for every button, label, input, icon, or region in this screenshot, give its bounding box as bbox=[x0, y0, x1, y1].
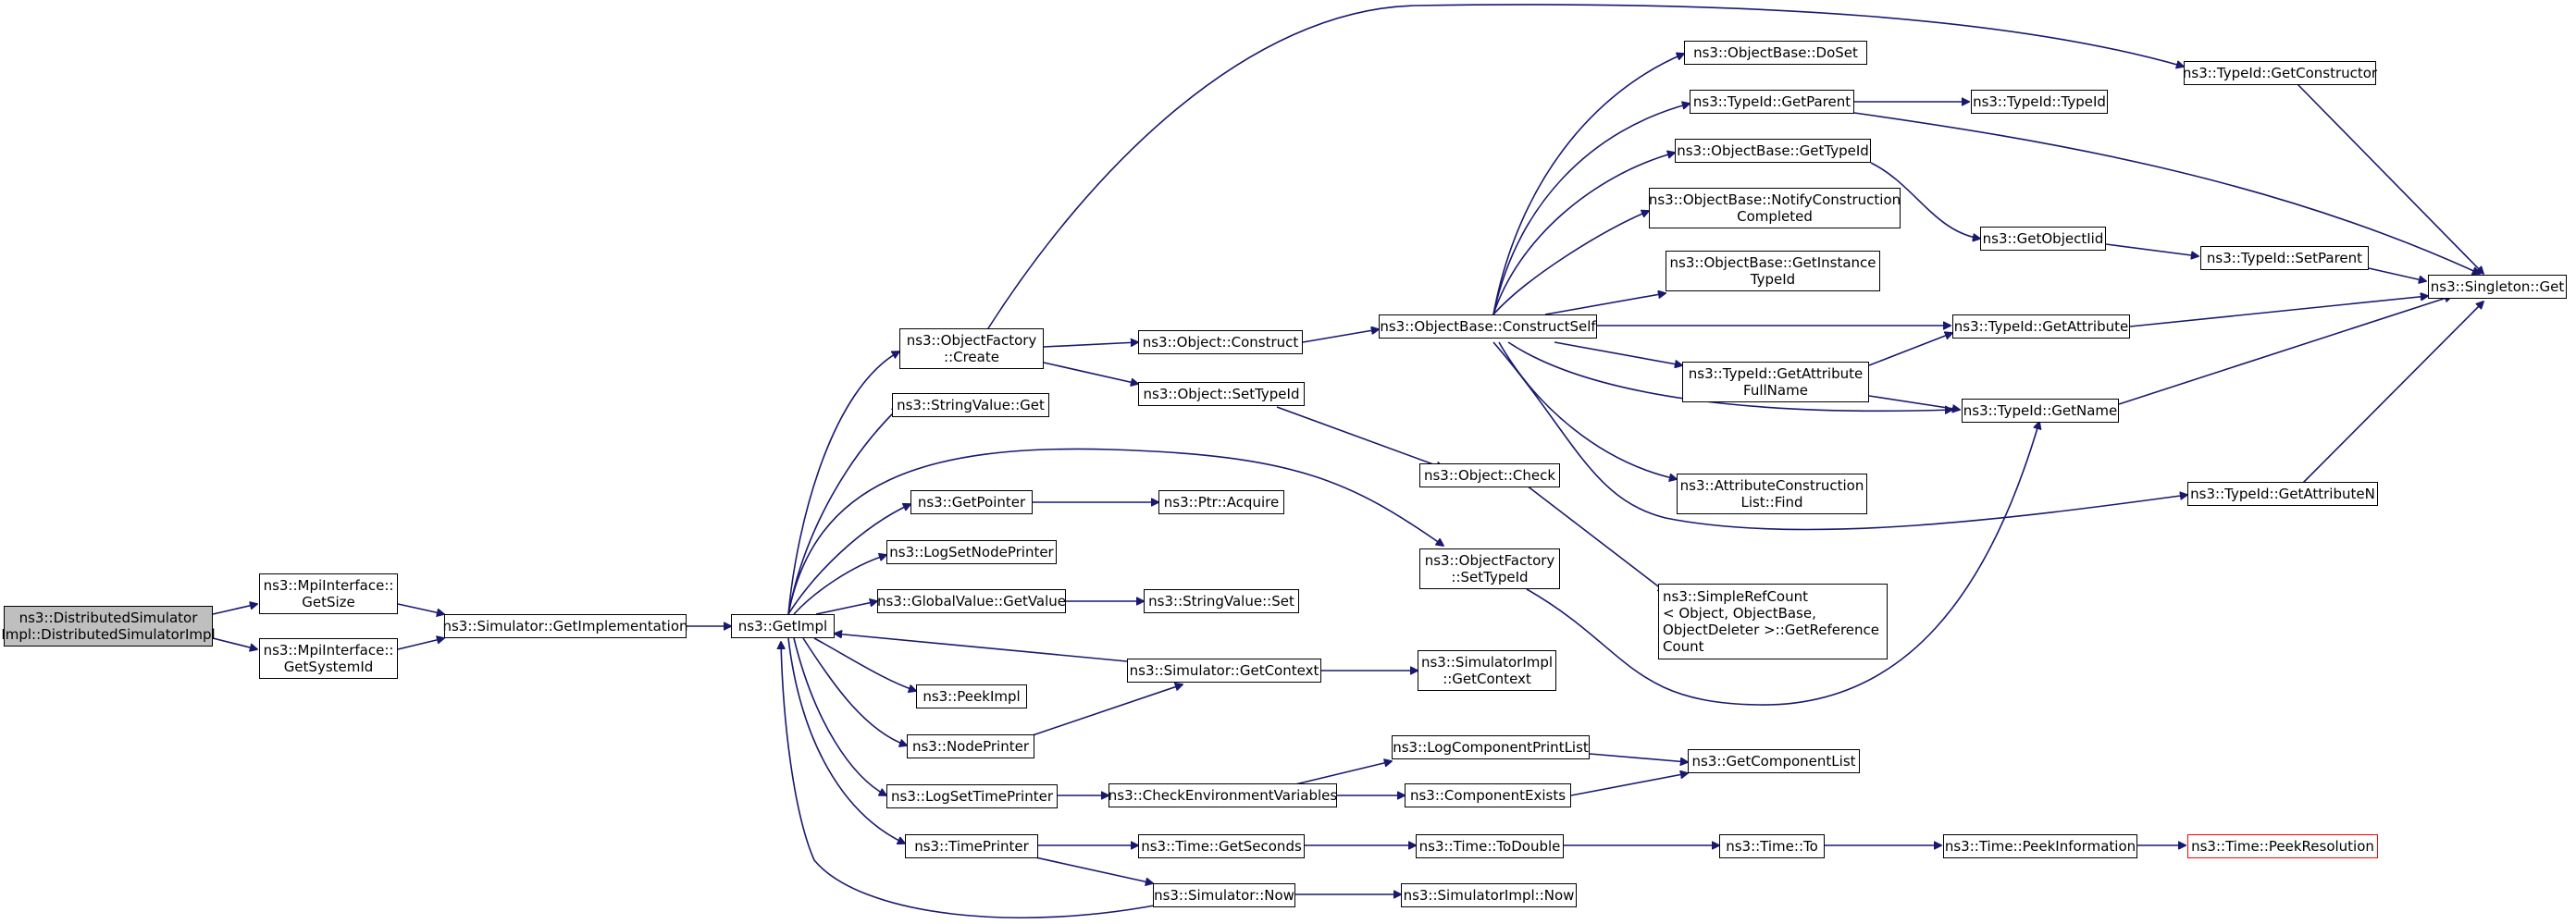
edge bbox=[1853, 112, 2480, 274]
edge bbox=[802, 637, 907, 745]
edge bbox=[787, 504, 910, 615]
node-time-getseconds[interactable]: ns3::Time::GetSeconds bbox=[1138, 834, 1305, 858]
edge bbox=[1570, 773, 1688, 796]
node-singleton-get[interactable]: ns3::Singleton::Get bbox=[2428, 275, 2567, 299]
node-simulatorimpl-getcontext[interactable]: ns3::SimulatorImpl ::GetContext bbox=[1418, 650, 1556, 691]
node-time-to[interactable]: ns3::Time::To bbox=[1719, 834, 1825, 858]
node-typeid-getattributefullname[interactable]: ns3::TypeId::GetAttribute FullName bbox=[1682, 362, 1869, 402]
edge bbox=[2301, 302, 2483, 485]
edge bbox=[1498, 341, 1677, 479]
edge bbox=[1276, 406, 1443, 468]
node-getcomponentlist[interactable]: ns3::GetComponentList bbox=[1688, 749, 1860, 773]
edge bbox=[835, 634, 1128, 662]
edge bbox=[397, 603, 444, 614]
edge bbox=[787, 448, 1443, 615]
node-attributeconstructionlist-find[interactable]: ns3::AttributeConstruction List::Find bbox=[1677, 474, 1867, 514]
edge bbox=[2105, 243, 2198, 256]
edge bbox=[787, 407, 899, 615]
edge bbox=[793, 637, 886, 795]
edge bbox=[2368, 267, 2426, 281]
node-objectbase-doset[interactable]: ns3::ObjectBase::DoSet bbox=[1684, 41, 1867, 65]
edge bbox=[1868, 333, 1952, 366]
edge bbox=[787, 637, 905, 844]
edge bbox=[787, 351, 899, 615]
edge bbox=[1868, 395, 1960, 410]
edge bbox=[212, 604, 257, 615]
edge bbox=[1526, 422, 2039, 706]
edge bbox=[793, 555, 886, 615]
node-typeid-getattributen[interactable]: ns3::TypeId::GetAttributeN bbox=[2187, 482, 2378, 506]
node-timeprinter[interactable]: ns3::TimePrinter bbox=[905, 834, 1038, 858]
node-objectbase-gettypeid[interactable]: ns3::ObjectBase::GetTypeId bbox=[1675, 139, 1871, 163]
edge bbox=[1492, 54, 1684, 315]
edge bbox=[1870, 162, 1980, 239]
node-componentexists[interactable]: ns3::ComponentExists bbox=[1405, 783, 1571, 807]
edge bbox=[1043, 342, 1138, 348]
edge bbox=[1492, 153, 1675, 315]
edge bbox=[1554, 341, 1682, 365]
node-stringvalue-set[interactable]: ns3::StringValue::Set bbox=[1144, 589, 1299, 613]
edge bbox=[1526, 485, 1666, 592]
node-mpi-getsize[interactable]: ns3::MpiInterface:: GetSize bbox=[259, 573, 398, 614]
node-time-peekinformation[interactable]: ns3::Time::PeekInformation bbox=[1943, 834, 2137, 858]
edge bbox=[1544, 293, 1666, 315]
node-typeid-getname[interactable]: ns3::TypeId::GetName bbox=[1962, 399, 2119, 423]
node-logcomponentprintlist[interactable]: ns3::LogComponentPrintList bbox=[1392, 735, 1590, 759]
node-objectbase-getinstancetypeid[interactable]: ns3::ObjectBase::GetInstance TypeId bbox=[1666, 251, 1880, 291]
node-simplerefcount-getreferencecount[interactable]: ns3::SimpleRefCount < Object, ObjectBase… bbox=[1658, 584, 1888, 659]
node-object-construct[interactable]: ns3::Object::Construct bbox=[1138, 330, 1303, 354]
edge bbox=[2129, 296, 2428, 327]
node-peekimpl[interactable]: ns3::PeekImpl bbox=[916, 684, 1027, 708]
node-typeid-getconstructor[interactable]: ns3::TypeId::GetConstructor bbox=[2183, 61, 2377, 85]
node-objectbase-notifyconstructioncompleted[interactable]: ns3::ObjectBase::NotifyConstruction Comp… bbox=[1649, 188, 1901, 228]
edge bbox=[1492, 104, 1690, 315]
edge bbox=[1026, 684, 1183, 738]
node-objectfactory-settypeid[interactable]: ns3::ObjectFactory ::SetTypeId bbox=[1419, 548, 1560, 589]
edge bbox=[1026, 855, 1153, 883]
node-typeid-setparent[interactable]: ns3::TypeId::SetParent bbox=[2200, 246, 2369, 270]
node-typeid-getparent[interactable]: ns3::TypeId::GetParent bbox=[1690, 90, 1854, 114]
edge bbox=[987, 4, 2184, 329]
node-typeid-getattribute[interactable]: ns3::TypeId::GetAttribute bbox=[1952, 314, 2130, 339]
node-typeid-typeid[interactable]: ns3::TypeId::TypeId bbox=[1971, 90, 2108, 114]
edge bbox=[2296, 82, 2483, 274]
node-simulator-getcontext[interactable]: ns3::Simulator::GetContext bbox=[1127, 659, 1321, 683]
node-object-settypeid[interactable]: ns3::Object::SetTypeId bbox=[1138, 382, 1305, 406]
node-object-check[interactable]: ns3::Object::Check bbox=[1419, 463, 1560, 487]
node-logsettimeprinter[interactable]: ns3::LogSetTimePrinter bbox=[886, 784, 1058, 808]
edge bbox=[1043, 362, 1138, 384]
edge bbox=[815, 601, 877, 615]
node-ptr-acquire[interactable]: ns3::Ptr::Acquire bbox=[1158, 490, 1284, 514]
node-logsetnodeprinter[interactable]: ns3::LogSetNodePrinter bbox=[886, 540, 1057, 564]
node-simulatorimpl-now[interactable]: ns3::SimulatorImpl::Now bbox=[1401, 883, 1577, 907]
node-mpi-getsystemid[interactable]: ns3::MpiInterface:: GetSystemId bbox=[259, 638, 398, 679]
edge bbox=[1492, 211, 1649, 315]
edge bbox=[781, 642, 1174, 919]
edge bbox=[1589, 753, 1688, 762]
node-getobjectiid[interactable]: ns3::GetObjectIid bbox=[1980, 227, 2106, 251]
node-nodeprinter[interactable]: ns3::NodePrinter bbox=[907, 734, 1034, 758]
node-time-peekresolution[interactable]: ns3::Time::PeekResolution bbox=[2187, 834, 2378, 858]
edge bbox=[1302, 329, 1379, 343]
edge bbox=[397, 638, 444, 650]
edge bbox=[1294, 761, 1392, 785]
node-checkenvironmentvariables[interactable]: ns3::CheckEnvironmentVariables bbox=[1108, 783, 1337, 807]
node-simulator-getimplementation[interactable]: ns3::Simulator::GetImplementation bbox=[442, 614, 688, 638]
node-getimpl[interactable]: ns3::GetImpl bbox=[731, 614, 835, 638]
node-objectfactory-create[interactable]: ns3::ObjectFactory ::Create bbox=[899, 328, 1044, 369]
node-distributed-simulator-impl: ns3::DistributedSimulator Impl::Distribu… bbox=[1, 606, 216, 647]
node-globalvalue-getvalue[interactable]: ns3::GlobalValue::GetValue bbox=[877, 589, 1066, 613]
edge bbox=[1492, 341, 2187, 531]
node-objectbase-constructself[interactable]: ns3::ObjectBase::ConstructSelf bbox=[1379, 314, 1597, 339]
node-simulator-now[interactable]: ns3::Simulator::Now bbox=[1153, 883, 1295, 907]
edge bbox=[2118, 296, 2452, 405]
node-stringvalue-get[interactable]: ns3::StringValue::Get bbox=[892, 393, 1049, 417]
node-time-todouble[interactable]: ns3::Time::ToDouble bbox=[1416, 834, 1564, 858]
edge bbox=[813, 637, 916, 691]
edge bbox=[212, 637, 257, 649]
node-getpointer[interactable]: ns3::GetPointer bbox=[910, 490, 1033, 514]
